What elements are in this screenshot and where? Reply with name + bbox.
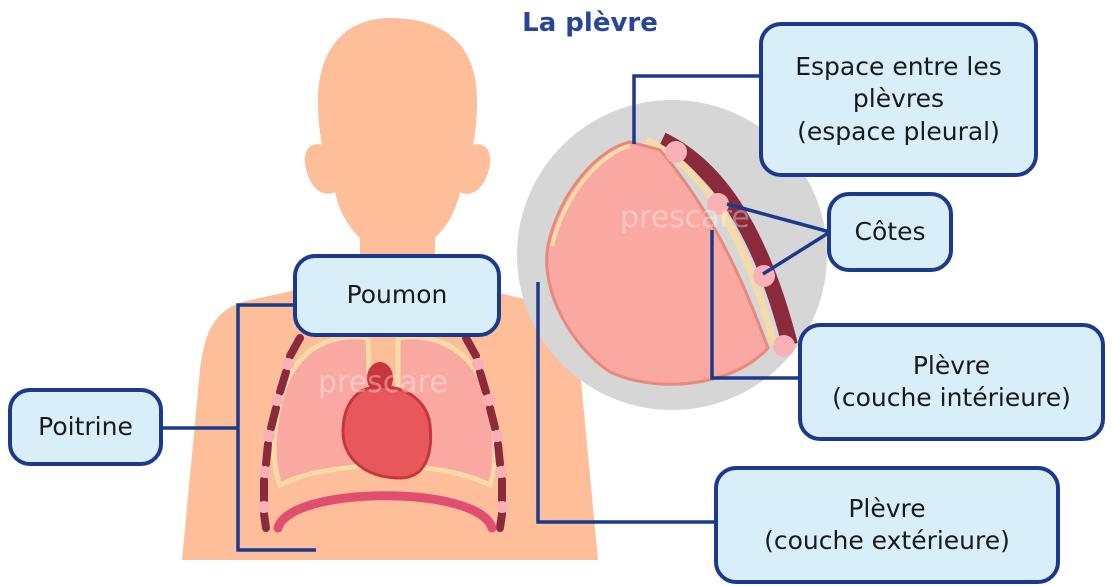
watermark-zoom: prescare	[620, 200, 750, 235]
label-cotes-text: Côtes	[855, 216, 926, 249]
label-poitrine: Poitrine	[8, 388, 163, 466]
label-cotes: Côtes	[827, 192, 953, 272]
head	[305, 18, 490, 265]
label-poitrine-text: Poitrine	[38, 411, 133, 444]
label-espace-pleural-text: Espace entre les plèvres (espace pleural…	[795, 51, 1002, 149]
diagram-title: La plèvre	[470, 8, 710, 38]
label-plevre-interieure: Plèvre (couche intérieure)	[798, 323, 1105, 441]
label-espace-pleural: Espace entre les plèvres (espace pleural…	[759, 22, 1038, 177]
label-poumon-text: Poumon	[347, 279, 448, 312]
label-poumon: Poumon	[293, 254, 501, 337]
watermark-body: prescare	[318, 365, 448, 400]
label-plevre-exterieure-text: Plèvre (couche extérieure)	[764, 493, 1010, 558]
label-plevre-interieure-text: Plèvre (couche intérieure)	[832, 350, 1071, 415]
label-plevre-exterieure: Plèvre (couche extérieure)	[714, 466, 1060, 584]
